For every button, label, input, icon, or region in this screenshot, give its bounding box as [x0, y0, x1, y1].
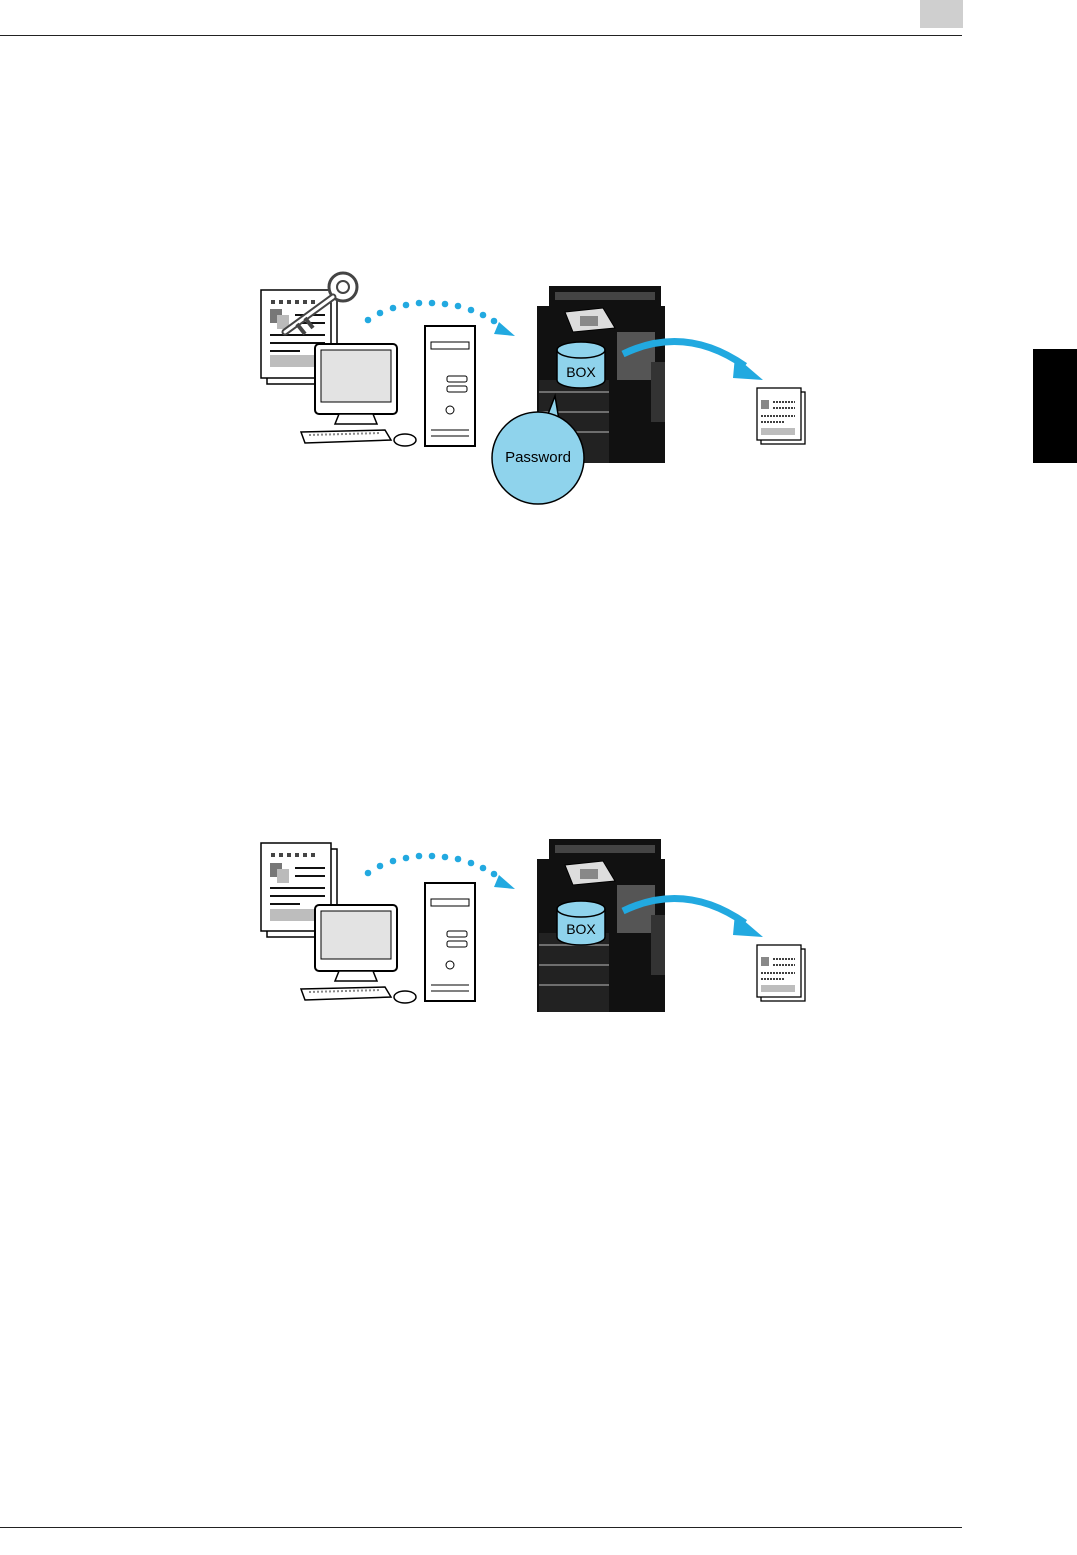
storage-box-icon: BOX	[557, 901, 605, 945]
footer-rule	[0, 1527, 962, 1528]
monitor-icon	[315, 344, 397, 424]
header-rule	[0, 35, 962, 36]
figure-encrypted-print: BOX Password	[255, 262, 815, 507]
mouse-icon	[394, 991, 416, 1003]
storage-box-label: BOX	[566, 921, 596, 937]
storage-box-icon: BOX	[557, 342, 605, 388]
figure-standard-print: BOX	[255, 833, 815, 1013]
storage-box-label: BOX	[566, 364, 596, 380]
chapter-side-tab	[1033, 349, 1077, 463]
monitor-icon	[315, 905, 397, 981]
keyboard-icon	[301, 987, 391, 1000]
pc-tower-icon	[425, 326, 475, 446]
page-number-box	[920, 0, 963, 28]
output-document-icon	[757, 388, 805, 444]
keyboard-icon	[301, 430, 391, 443]
mouse-icon	[394, 434, 416, 446]
password-label: Password	[505, 449, 571, 466]
output-document-icon	[757, 945, 805, 1001]
pc-tower-icon	[425, 883, 475, 1001]
